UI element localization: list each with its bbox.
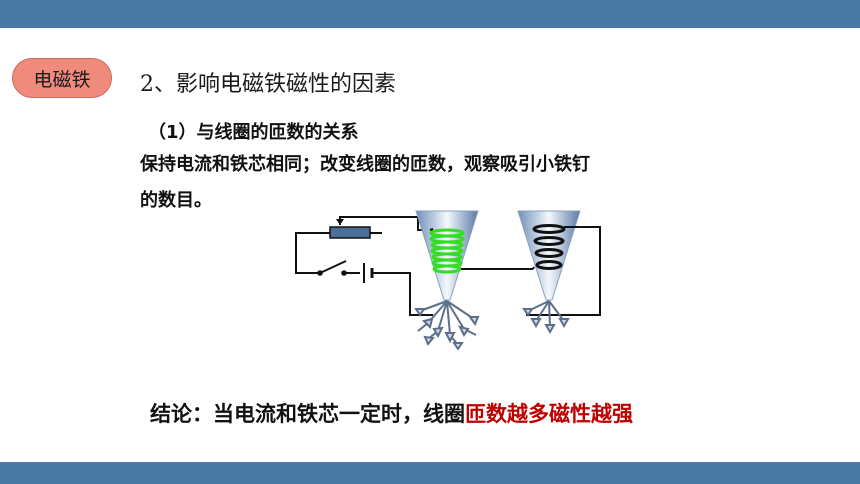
section-heading: 2、影响电磁铁磁性的因素	[140, 72, 396, 97]
battery	[363, 263, 380, 283]
topic-tag-label: 电磁铁	[33, 68, 91, 91]
instruction-line-1: 保持电流和铁芯相同；改变线圈的匝数，观察吸引小铁钉	[140, 154, 590, 175]
top-banner	[0, 0, 860, 28]
topic-tag: 电磁铁	[12, 58, 112, 98]
subsection-heading: （1）与线圈的匝数的关系	[148, 122, 359, 143]
instruction-line-2: 的数目。	[140, 190, 212, 211]
electromagnet-many-turns	[415, 210, 479, 301]
electromagnet-circuit-diagram	[295, 210, 601, 350]
rheostat	[329, 219, 382, 239]
conclusion-prefix: 结论：当电流和铁芯一定时，线圈	[150, 402, 465, 426]
conclusion-highlight: 匝数越多磁性越强	[465, 402, 633, 426]
electromagnet-few-turns	[517, 210, 581, 301]
bottom-banner	[0, 462, 860, 484]
nail-cluster-many	[414, 300, 480, 350]
nail-cluster-few	[522, 300, 570, 335]
conclusion-text: 结论：当电流和铁芯一定时，线圈匝数越多磁性越强	[150, 398, 633, 428]
switch	[317, 260, 347, 276]
